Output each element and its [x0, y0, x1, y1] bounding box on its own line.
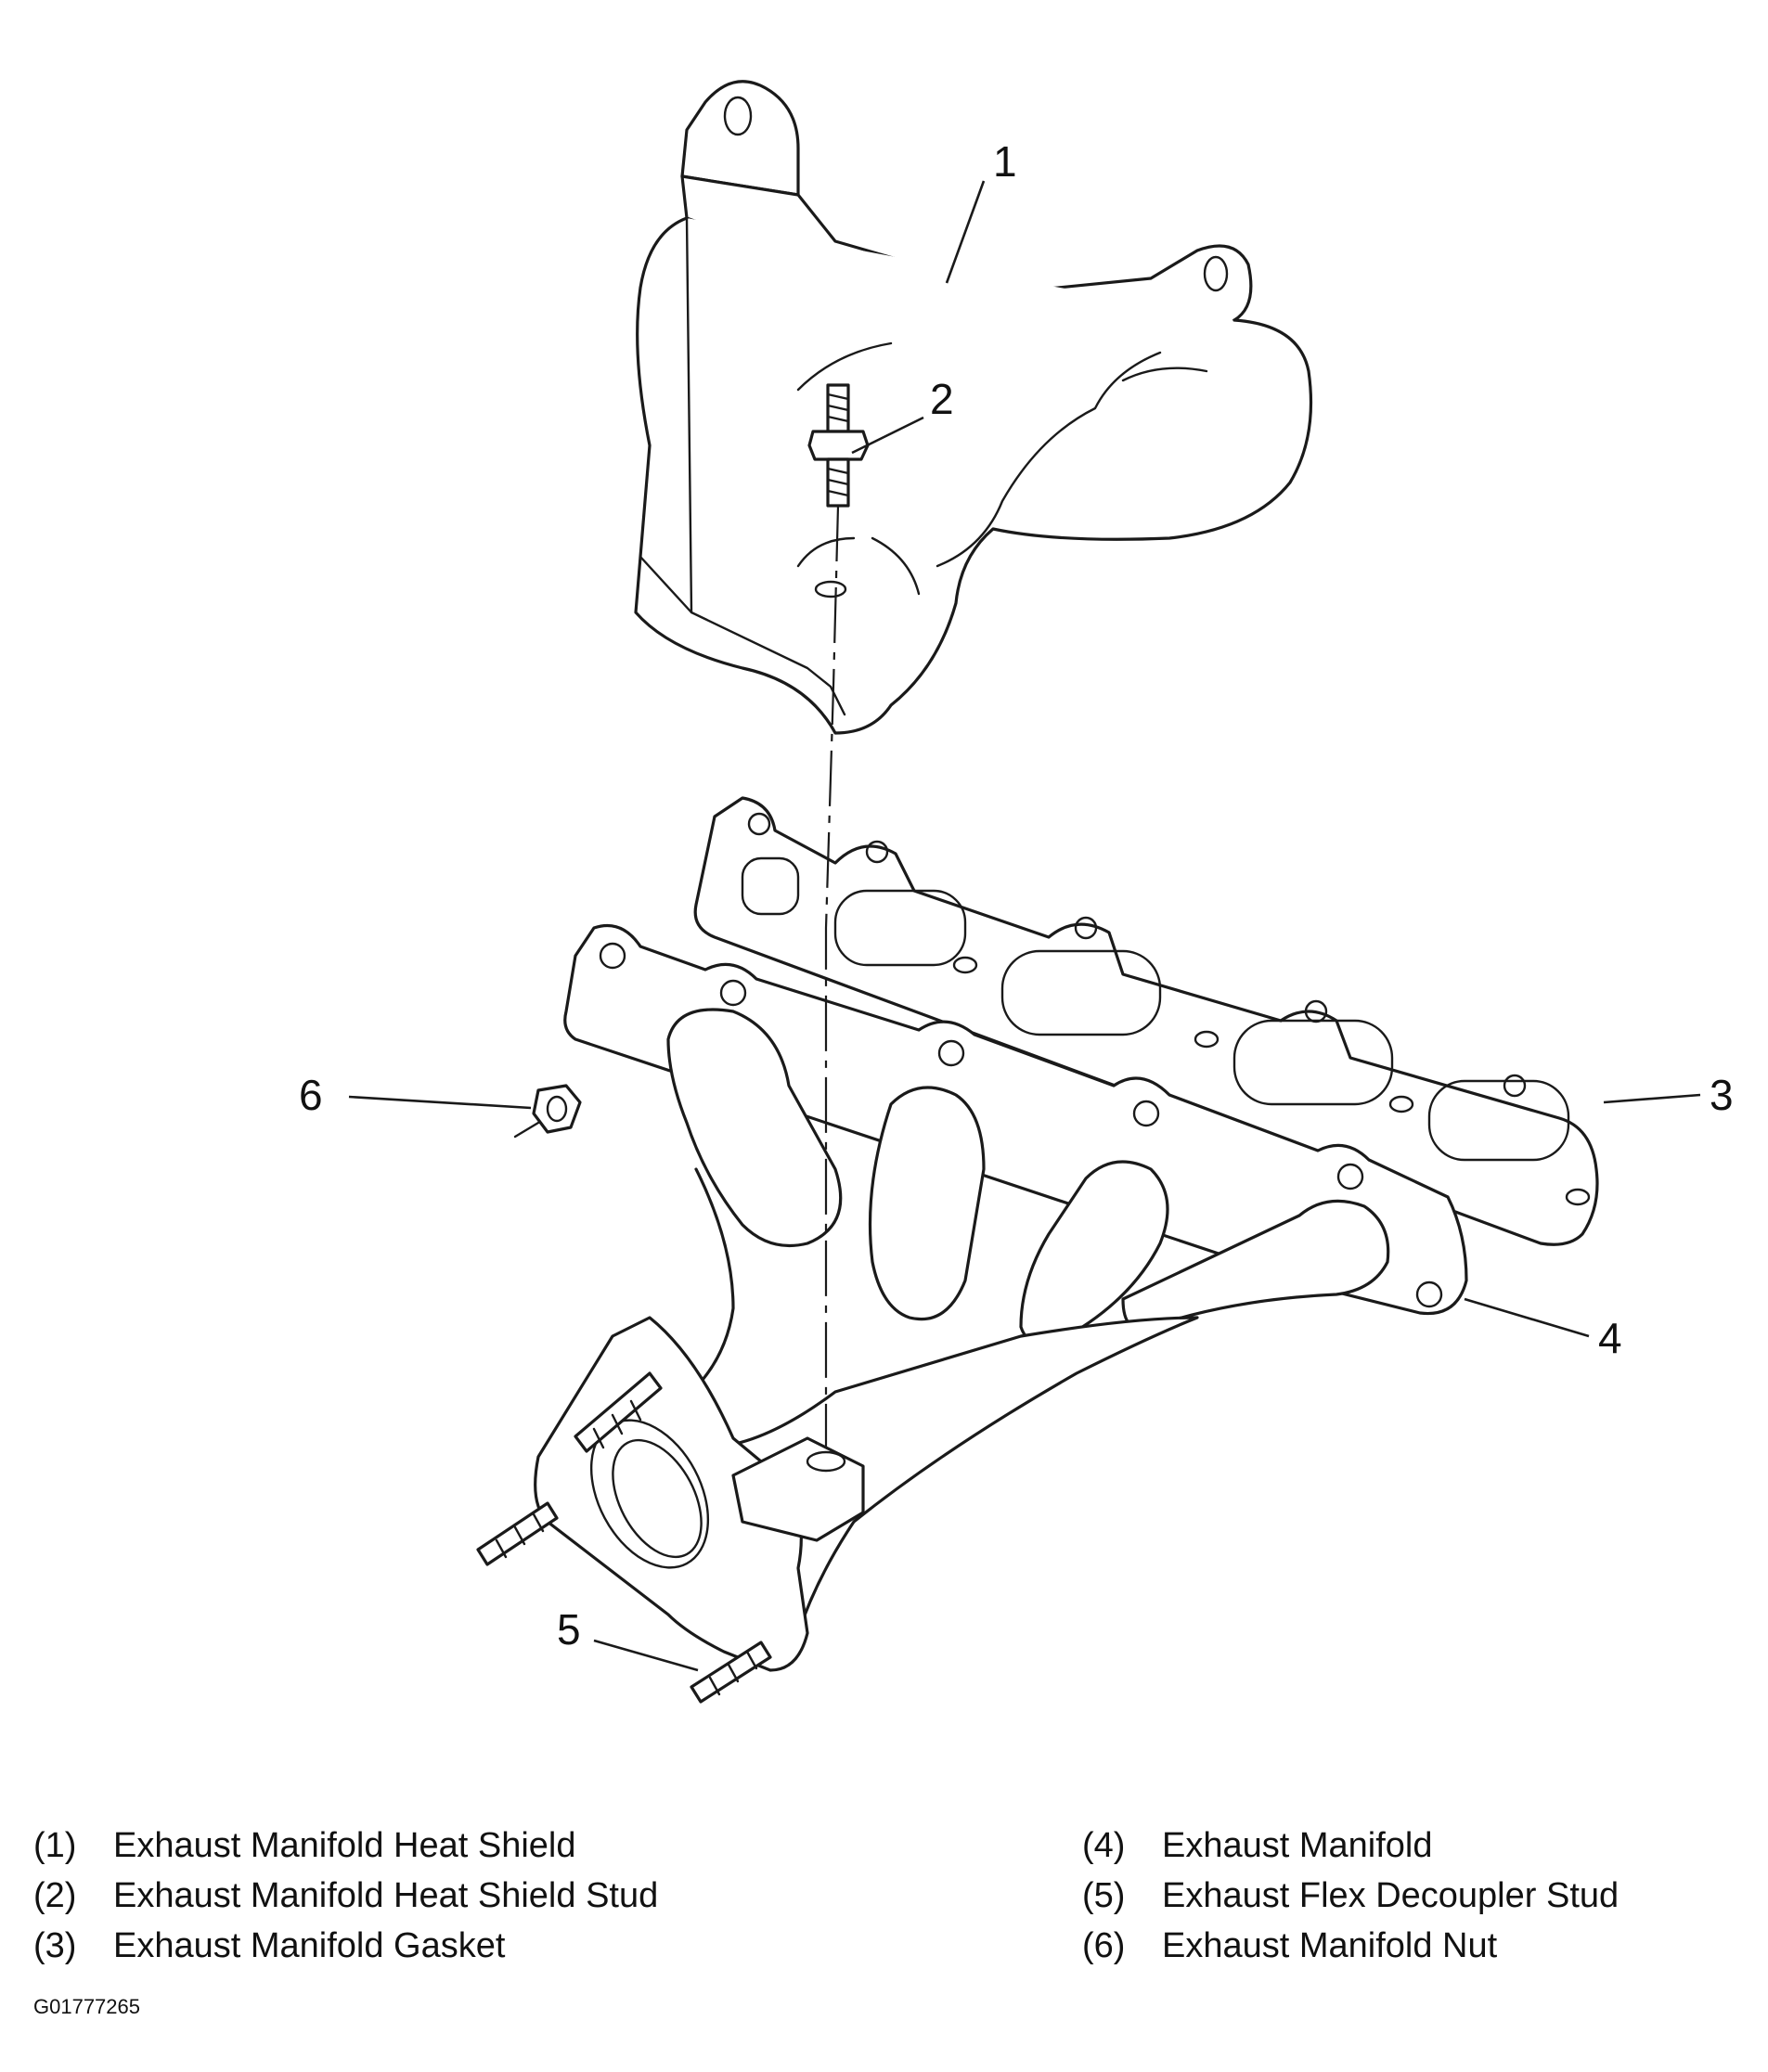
legend-item: (6) Exhaust Manifold Nut [1082, 1921, 1619, 1971]
exhaust-manifold-exploded-diagram: 1 2 3 4 5 6 [299, 80, 1734, 1704]
figure-id: G01777265 [33, 1995, 140, 2018]
legend-number: (2) [33, 1876, 77, 1915]
callout-1: 1 [993, 137, 1017, 186]
exhaust-manifold-heat-shield [634, 80, 1313, 735]
legend-item: (3) Exhaust Manifold Gasket [33, 1921, 658, 1971]
legend-text: Exhaust Manifold Heat Shield [113, 1826, 576, 1865]
exhaust-flex-decoupler-studs [476, 1371, 772, 1704]
legend-text: Exhaust Manifold Heat Shield Stud [113, 1876, 659, 1915]
legend-text: Exhaust Manifold Gasket [113, 1926, 506, 1965]
exhaust-manifold-nut [513, 1084, 582, 1139]
legend-number: (4) [1082, 1826, 1126, 1865]
legend-item: (2) Exhaust Manifold Heat Shield Stud [33, 1871, 658, 1921]
callout-3: 3 [1710, 1071, 1734, 1119]
legend-text: Exhaust Flex Decoupler Stud [1162, 1876, 1620, 1915]
legend-number: (3) [33, 1926, 77, 1965]
callout-5: 5 [557, 1605, 581, 1654]
stud-alignment-line [824, 505, 840, 1448]
callout-4: 4 [1598, 1314, 1622, 1362]
legend-number: (5) [1082, 1876, 1126, 1915]
legend-item: (4) Exhaust Manifold [1082, 1821, 1619, 1871]
callout-2: 2 [930, 375, 954, 423]
exhaust-manifold [534, 923, 1468, 1672]
legend-number: (6) [1082, 1926, 1126, 1965]
legend-column-left: (1) Exhaust Manifold Heat Shield (2) Exhau… [33, 1821, 658, 1971]
legend-item: (1) Exhaust Manifold Heat Shield [33, 1821, 658, 1871]
legend-text: Exhaust Manifold Nut [1162, 1926, 1498, 1965]
legend-column-right: (4) Exhaust Manifold (5) Exhaust Flex Deco… [1082, 1821, 1619, 1971]
legend-item: (5) Exhaust Flex Decoupler Stud [1082, 1871, 1619, 1921]
legend-number: (1) [33, 1826, 77, 1865]
legend-text: Exhaust Manifold [1162, 1826, 1433, 1865]
exhaust-manifold-gasket [693, 796, 1599, 1246]
leader-lines [348, 180, 1701, 1672]
callout-6: 6 [299, 1071, 323, 1119]
